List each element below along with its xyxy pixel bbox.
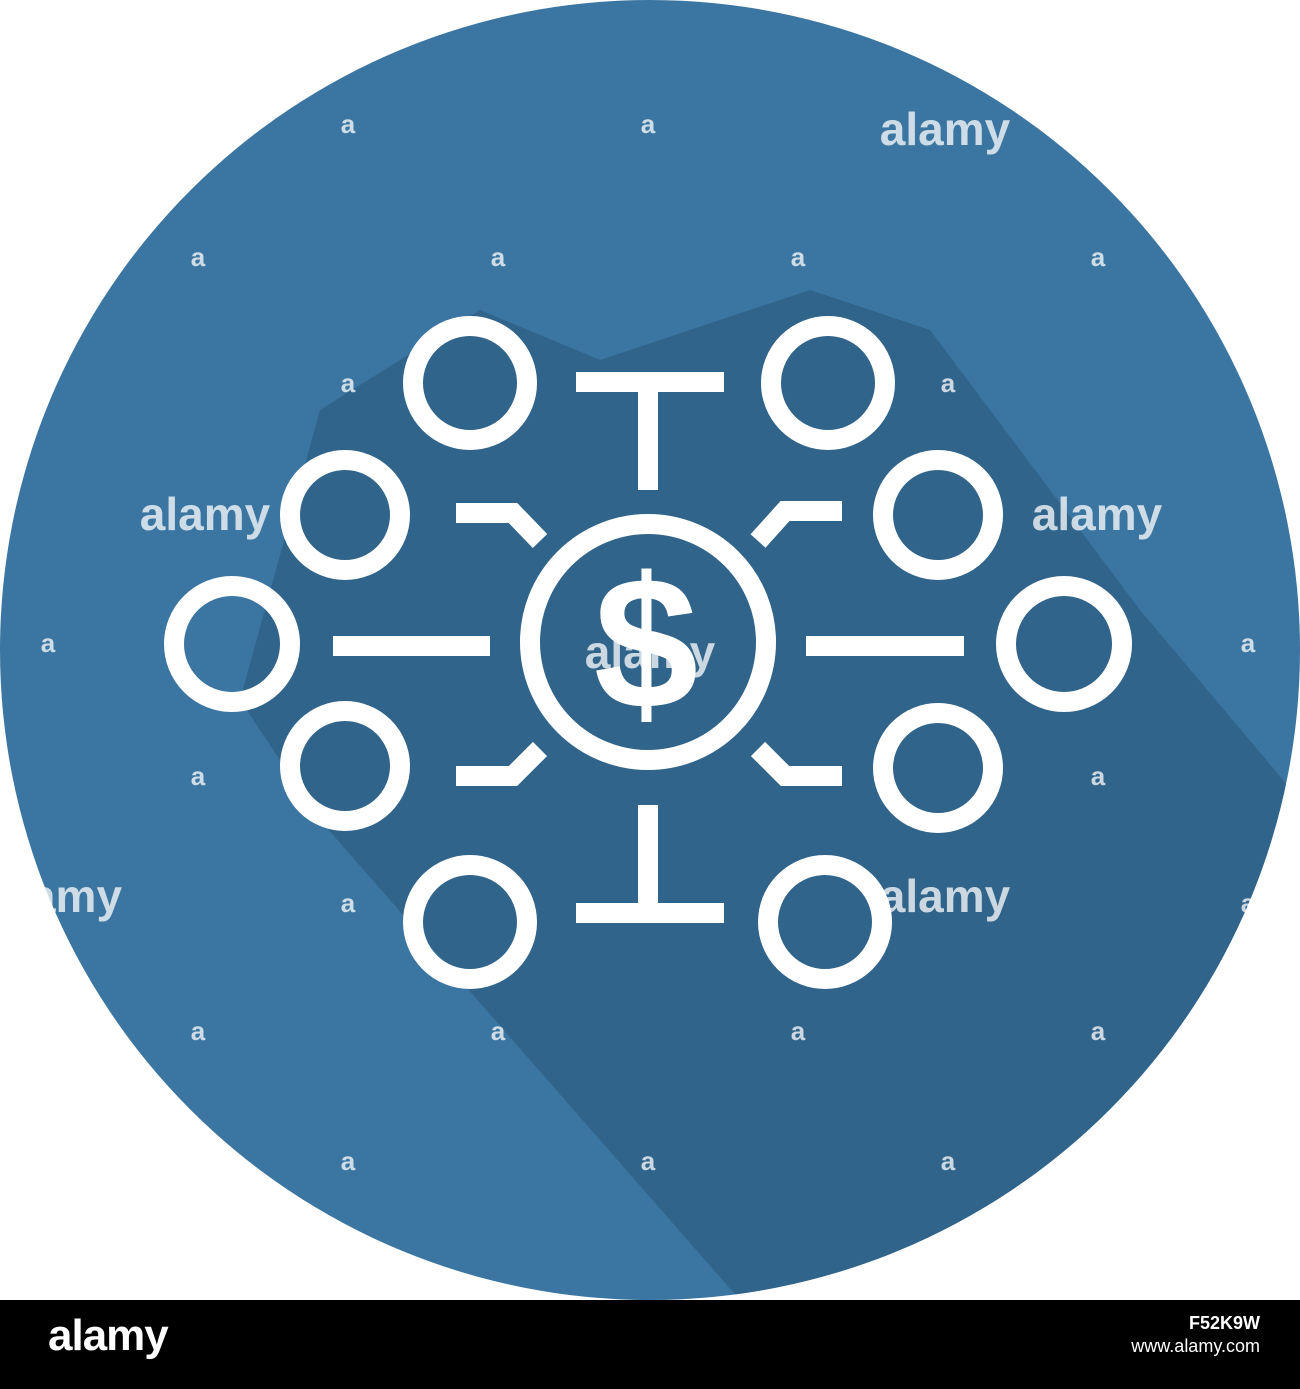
watermark-text: a	[41, 628, 56, 658]
node-top-left	[403, 316, 537, 450]
watermark-text: alamy	[140, 488, 271, 540]
watermark-text: a	[791, 1016, 806, 1046]
image-id: F52K9W	[1188, 1313, 1260, 1333]
watermark-text: a	[791, 242, 806, 272]
connector-upper-left	[456, 503, 548, 548]
footer-credit: F52K9W www.alamy.com	[1131, 1312, 1260, 1359]
watermark-text: a	[341, 1146, 356, 1176]
site-url[interactable]: www.alamy.com	[1131, 1336, 1260, 1357]
watermark-layer: alamy alamy alamy alamy alamy amy a a a a a a a a a a a a…	[30, 103, 1256, 1176]
watermark-text: a	[641, 109, 656, 139]
watermark-text: a	[941, 368, 956, 398]
center-coin	[520, 514, 776, 770]
watermark-text: a	[1241, 888, 1256, 918]
node-lower-left	[280, 701, 410, 831]
node-upper-right	[873, 450, 1003, 580]
node-left	[164, 576, 300, 712]
watermark-text: alamy	[585, 626, 716, 678]
node-right	[996, 576, 1132, 712]
watermark-text: a	[1091, 761, 1106, 791]
long-shadow	[240, 290, 1300, 1300]
watermark-text: a	[641, 888, 656, 918]
watermark-text: a	[191, 761, 206, 791]
connector-upper-right	[750, 501, 842, 548]
watermark-text: a	[191, 242, 206, 272]
node-upper-left	[280, 450, 410, 580]
watermark-text: a	[641, 1146, 656, 1176]
watermark-text: a	[791, 761, 806, 791]
dollar-coin-icon: $	[594, 538, 699, 748]
node-top-right	[761, 316, 895, 450]
footer-logo[interactable]: alamy	[48, 1311, 169, 1360]
watermark-text: alamy	[880, 103, 1011, 155]
connector-lower-right	[750, 741, 842, 786]
watermark-text: a	[191, 1016, 206, 1046]
watermark-text: a	[941, 1146, 956, 1176]
watermark-text: a	[1241, 628, 1256, 658]
connector-lower-left	[456, 741, 548, 786]
footer-bar: alamy F52K9W www.alamy.com	[0, 1300, 1300, 1389]
watermark-text: a	[491, 242, 506, 272]
watermark-text: a	[491, 761, 506, 791]
watermark-text: a	[1091, 242, 1106, 272]
connector-bottom	[576, 805, 724, 923]
watermark-text: a	[341, 109, 356, 139]
watermark-text: alamy	[880, 870, 1011, 922]
watermark-text: amy	[30, 870, 122, 922]
watermark-text: a	[341, 368, 356, 398]
network-node-icon	[164, 316, 1132, 989]
node-bottom-right	[758, 855, 892, 989]
watermark-text: a	[491, 1016, 506, 1046]
connector-top	[576, 372, 724, 490]
watermark-text: alamy	[1032, 488, 1163, 540]
node-bottom-left	[403, 855, 537, 989]
watermark-text: a	[1091, 1016, 1106, 1046]
node-lower-right	[873, 703, 1003, 833]
watermark-text: a	[341, 888, 356, 918]
